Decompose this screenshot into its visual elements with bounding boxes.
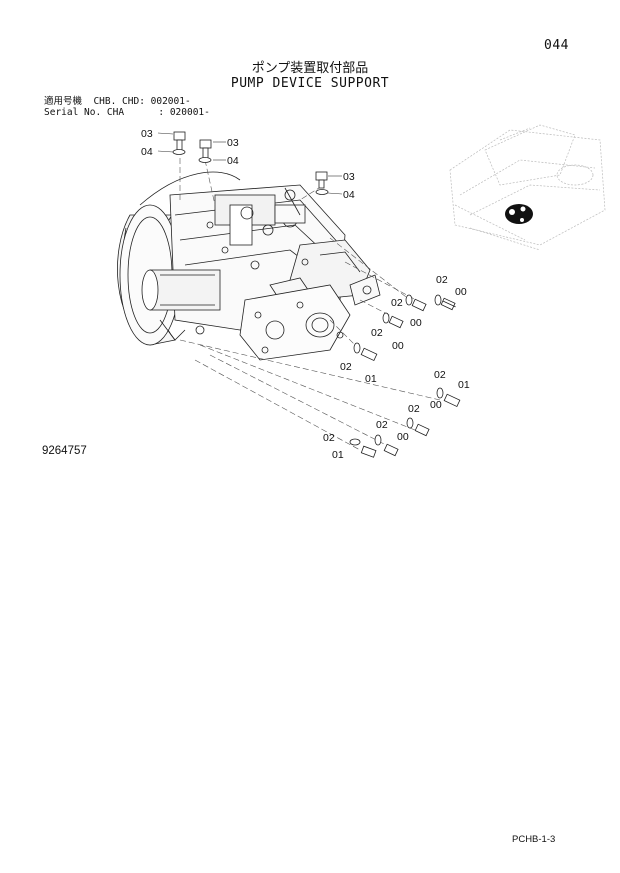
bolt-00-d bbox=[414, 423, 430, 437]
washer-02-d bbox=[353, 342, 361, 354]
locator-highlight-icon bbox=[505, 204, 533, 224]
callout-04: 04 bbox=[141, 146, 153, 158]
washer-02-b bbox=[405, 294, 413, 306]
callout-01: 01 bbox=[332, 449, 344, 461]
serial-line-2: Serial No. CHA : 020001- bbox=[44, 107, 210, 118]
callout-02: 02 bbox=[371, 327, 383, 339]
title-japanese: ポンプ装置取付部品 bbox=[251, 61, 369, 76]
callout-02: 02 bbox=[340, 361, 352, 373]
bolt-00-b bbox=[411, 298, 427, 312]
callout-00: 00 bbox=[430, 399, 442, 411]
bolt-00-a bbox=[440, 297, 456, 311]
callout-02: 02 bbox=[434, 369, 446, 381]
document-number: 9264757 bbox=[42, 445, 87, 457]
callout-01: 01 bbox=[458, 379, 470, 391]
callout-03: 03 bbox=[141, 128, 153, 140]
leader-lines bbox=[179, 158, 441, 451]
callout-03: 03 bbox=[343, 171, 355, 183]
washer-02-e bbox=[436, 387, 444, 399]
callout-labels: 03 04 03 04 03 04 02 02 00 00 02 00 02 0… bbox=[141, 128, 470, 461]
bolt-01-a bbox=[360, 347, 378, 362]
title-english: PUMP DEVICE SUPPORT bbox=[230, 76, 390, 91]
footer-code: PCHB-1-3 bbox=[512, 834, 556, 845]
washer-02-a bbox=[434, 294, 442, 306]
callout-00: 00 bbox=[397, 431, 409, 443]
callout-00: 00 bbox=[410, 317, 422, 329]
bolt-00-e bbox=[383, 443, 399, 457]
callout-04: 04 bbox=[343, 189, 355, 201]
bolt-01-b bbox=[443, 393, 461, 408]
callout-04: 04 bbox=[227, 155, 239, 167]
fasteners bbox=[172, 131, 461, 458]
washer-04-a bbox=[172, 149, 186, 155]
pump-assembly-drawing bbox=[117, 171, 381, 361]
callout-00: 00 bbox=[392, 340, 404, 352]
washer-04-b bbox=[198, 157, 212, 163]
callout-02: 02 bbox=[408, 403, 420, 415]
serial-line-1: 適用号機 CHB. CHD: 002001- bbox=[44, 96, 191, 107]
callout-02: 02 bbox=[323, 432, 335, 444]
washer-02-f bbox=[406, 417, 414, 429]
bolt-01-c bbox=[360, 445, 377, 458]
bolt-00-c bbox=[388, 315, 404, 329]
callout-00: 00 bbox=[455, 286, 467, 298]
bolt-03-c bbox=[315, 171, 328, 189]
serial-applicability: 適用号機 CHB. CHD: 002001- Serial No. CHA : … bbox=[44, 96, 210, 118]
callout-01: 01 bbox=[365, 373, 377, 385]
machine-locator-inset bbox=[449, 124, 606, 251]
page-number: 044 bbox=[544, 38, 569, 53]
bolt-03-a bbox=[173, 131, 186, 151]
callout-02: 02 bbox=[376, 419, 388, 431]
washer-02-c bbox=[382, 312, 390, 324]
callout-02: 02 bbox=[391, 297, 403, 309]
washer-02-h bbox=[349, 438, 361, 446]
washer-02-g bbox=[374, 434, 382, 446]
washer-04-c bbox=[315, 189, 329, 195]
callout-leaders bbox=[157, 132, 343, 195]
callout-03: 03 bbox=[227, 137, 239, 149]
callout-02: 02 bbox=[436, 274, 448, 286]
bolt-03-b bbox=[199, 139, 212, 159]
